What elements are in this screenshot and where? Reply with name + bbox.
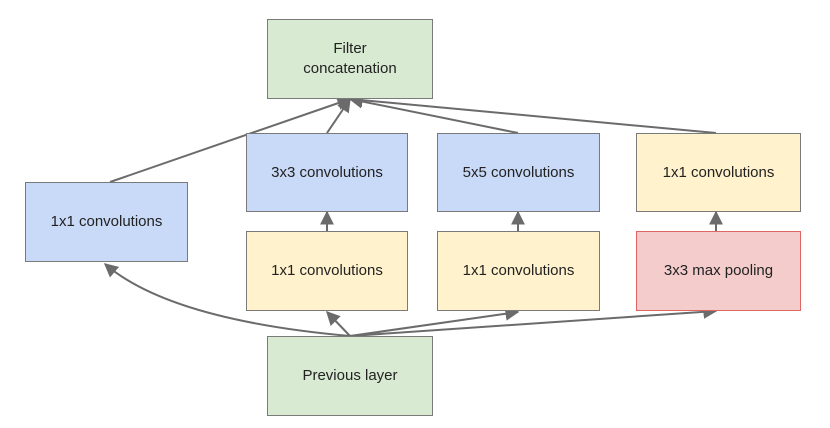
filter-concatenation-label: Filter concatenation — [303, 40, 397, 77]
conv-1x1-right-node: 1x1 convolutions — [636, 133, 801, 212]
arrow-5x5-to-concat — [348, 94, 519, 134]
conv-1x1-reduce-3x3-label: 1x1 convolutions — [271, 262, 383, 279]
conv-1x1-right-label: 1x1 convolutions — [662, 163, 775, 181]
max-pooling-3x3-label: 3x3 max pooling — [663, 262, 774, 279]
conv-1x1-left-label: 1x1 convolutions — [50, 213, 163, 230]
conv-3x3-label: 3x3 convolutions — [271, 163, 383, 181]
arrow-prev-to-1x1-reduce-5x5 — [349, 306, 520, 337]
filter-concatenation-node: Filter concatenation — [267, 19, 433, 99]
conv-3x3-node: 3x3 convolutions — [246, 133, 408, 212]
arrow-prev-to-1x1-left — [103, 263, 351, 337]
arrow-3x3-to-concat — [326, 97, 351, 134]
arrow-1x1-right-to-concat — [348, 93, 717, 134]
conv-1x1-left-node: 1x1 convolutions — [25, 182, 188, 262]
conv-5x5-node: 5x5 convolutions — [437, 133, 600, 212]
conv-1x1-reduce-3x3-node: 1x1 convolutions — [246, 231, 408, 311]
previous-layer-node: Previous layer — [267, 336, 433, 416]
conv-1x1-reduce-5x5-label: 1x1 convolutions — [462, 262, 575, 279]
conv-1x1-reduce-5x5-node: 1x1 convolutions — [437, 231, 600, 311]
arrow-prev-to-maxpool — [349, 304, 718, 337]
max-pooling-3x3-node: 3x3 max pooling — [636, 231, 801, 311]
arrow-1x1-left-to-concat — [109, 96, 352, 183]
arrow-prev-to-1x1-reduce-3x3 — [326, 310, 351, 337]
previous-layer-label: Previous layer — [302, 367, 398, 384]
conv-5x5-label: 5x5 convolutions — [462, 163, 575, 181]
